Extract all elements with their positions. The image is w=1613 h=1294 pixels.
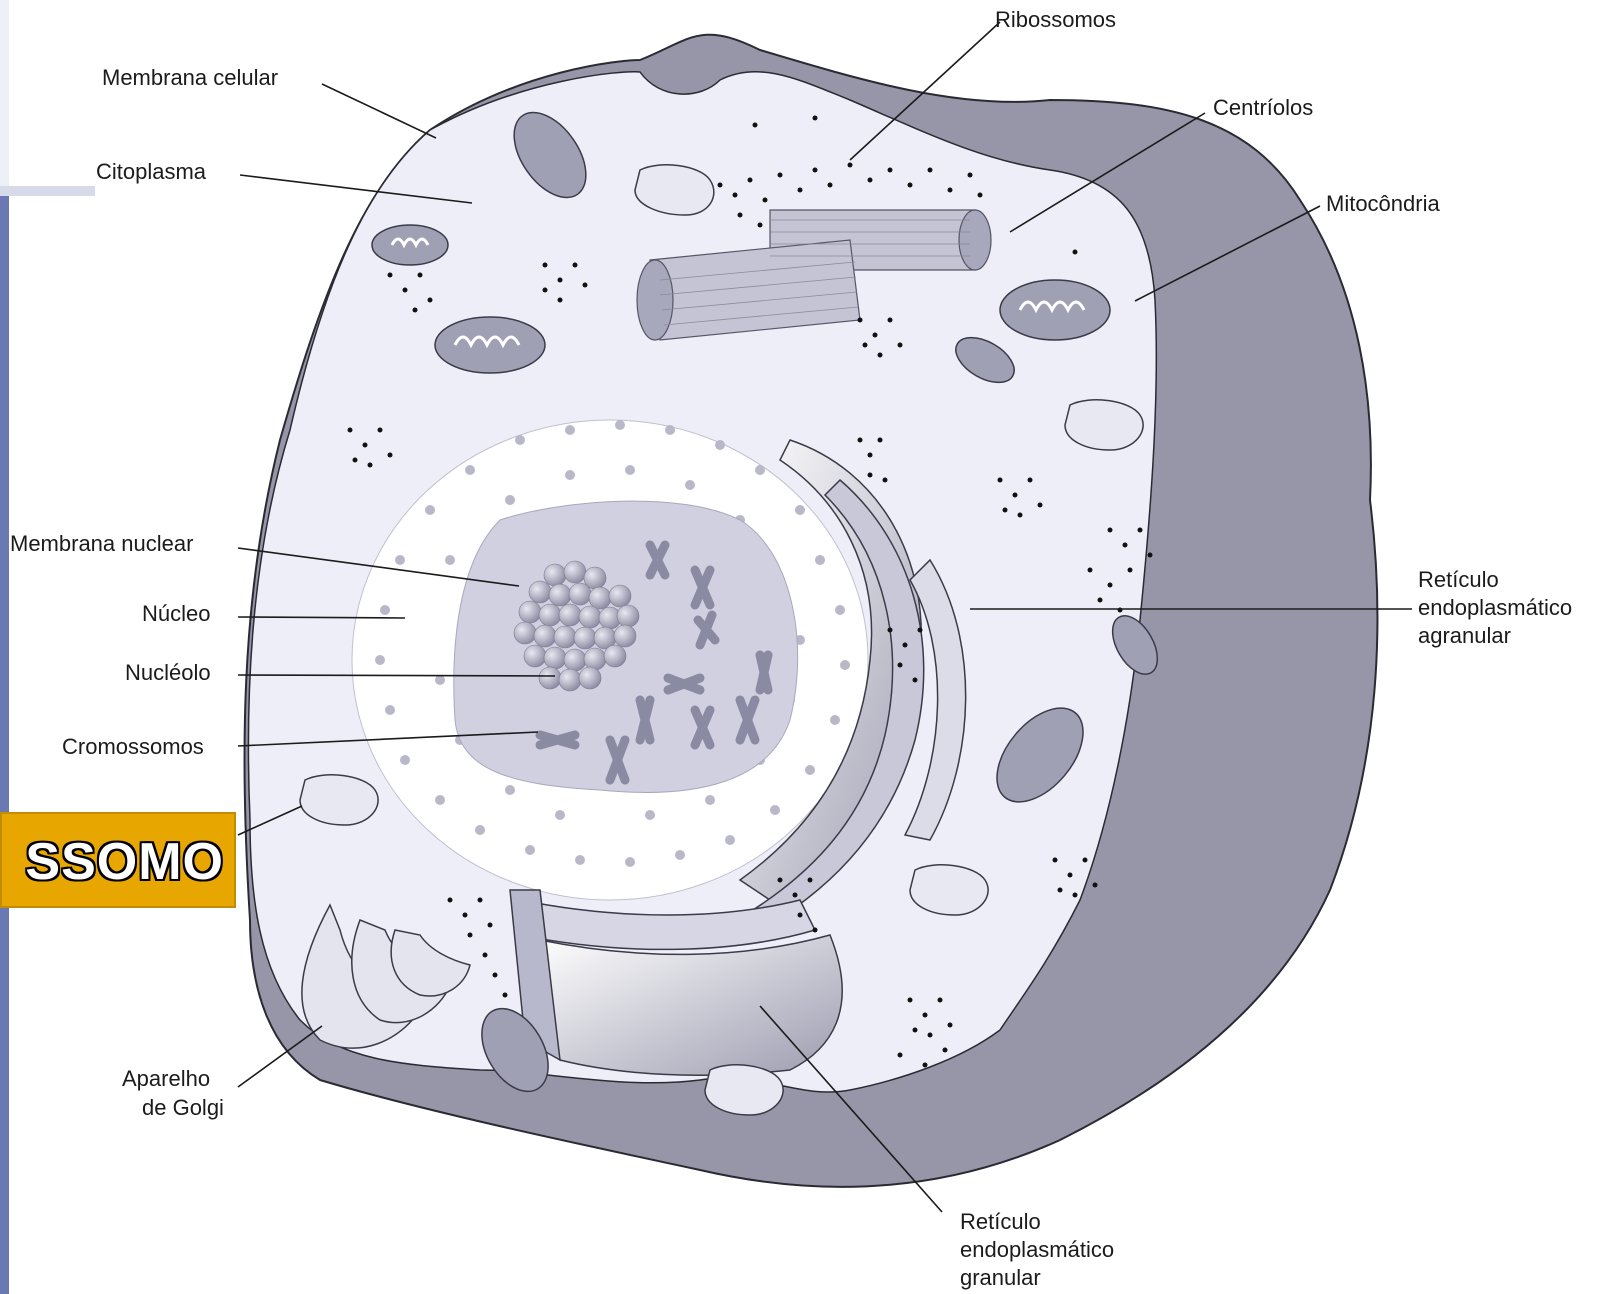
label-reticulo-agranular-2: endoplasmático (1418, 594, 1572, 622)
lisossomo-banner: SSOMO (0, 812, 236, 908)
label-aparelho-golgi-2: de Golgi (142, 1094, 224, 1122)
label-citoplasma: Citoplasma (96, 158, 206, 186)
label-membrana-celular: Membrana celular (102, 64, 278, 92)
label-nucleo: Núcleo (142, 600, 210, 628)
label-reticulo-agranular-3: agranular (1418, 622, 1511, 650)
label-aparelho-golgi-1: Aparelho (122, 1065, 210, 1093)
label-reticulo-granular-2: endoplasmático (960, 1236, 1114, 1264)
label-reticulo-granular-1: Retículo (960, 1208, 1041, 1236)
label-ribossomos: Ribossomos (995, 6, 1116, 34)
banner-text: SSOMO (25, 832, 224, 892)
label-reticulo-agranular-1: Retículo (1418, 566, 1499, 594)
label-membrana-nuclear: Membrana nuclear (10, 530, 193, 558)
label-reticulo-granular-3: granular (960, 1264, 1041, 1292)
label-nucleolo: Nucléolo (125, 659, 211, 687)
label-cromossomos: Cromossomos (62, 733, 204, 761)
label-centriolos: Centríolos (1213, 94, 1313, 122)
label-mitocondria: Mitocôndria (1326, 190, 1440, 218)
